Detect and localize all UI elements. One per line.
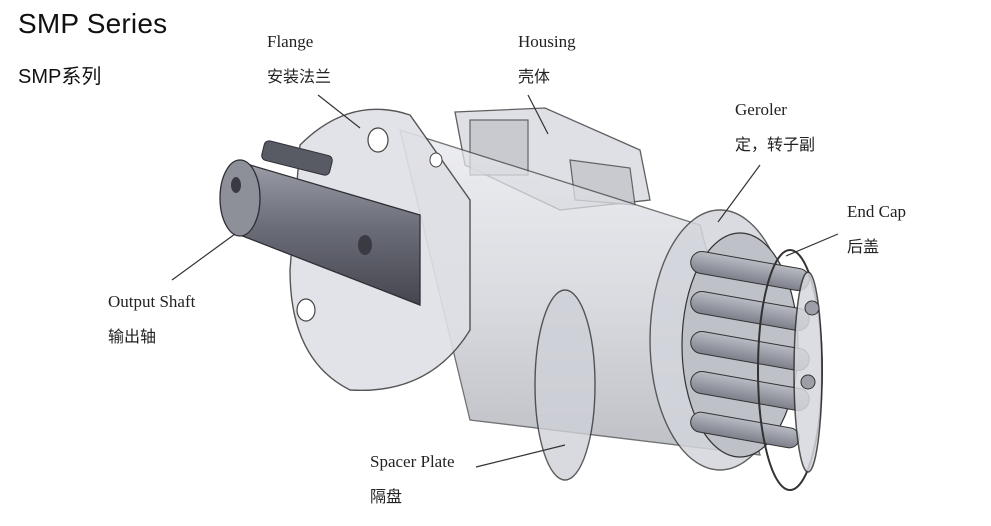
spacer-plate-leader — [475, 444, 566, 468]
flange-leader — [317, 94, 361, 129]
flange-label-zh: 安装法兰 — [267, 67, 332, 86]
output-shaft-label-en: Output Shaft — [108, 292, 196, 311]
housing-label-zh: 壳体 — [518, 67, 551, 86]
housing-label: Housing 壳体 — [518, 32, 576, 88]
geroler-label-en: Geroler — [735, 100, 787, 119]
geroler-label: Geroler 定，转子副 — [735, 100, 815, 156]
geroler-label-zh: 定，转子副 — [735, 135, 816, 154]
output-shaft-part — [219, 140, 421, 306]
geroler-leader — [717, 164, 761, 223]
spacer-plate-label-zh: 隔盘 — [370, 487, 403, 506]
output-shaft-leader — [171, 233, 236, 281]
end-cap-label: End Cap 后盖 — [847, 202, 906, 258]
diagram-title: SMP Series — [18, 8, 168, 39]
spacer-plate-label: Spacer Plate 隔盘 — [370, 452, 455, 508]
end-cap-label-zh: 后盖 — [847, 237, 880, 256]
end-cap-label-en: End Cap — [847, 202, 907, 221]
output-shaft-label-zh: 输出轴 — [108, 327, 157, 346]
end-cap-leader — [785, 233, 839, 257]
geroler-part — [681, 232, 810, 458]
output-shaft-label: Output Shaft 输出轴 — [108, 292, 195, 348]
flange-label-en: Flange — [267, 32, 314, 51]
diagram-subtitle: SMP系列 — [18, 66, 102, 88]
spacer-plate-part — [534, 289, 596, 481]
housing-leader — [527, 94, 549, 135]
spacer-plate-label-en: Spacer Plate — [370, 452, 455, 471]
flange-label: Flange 安装法兰 — [267, 32, 331, 88]
end-cap-part — [757, 249, 823, 491]
housing-label-en: Housing — [518, 32, 576, 51]
